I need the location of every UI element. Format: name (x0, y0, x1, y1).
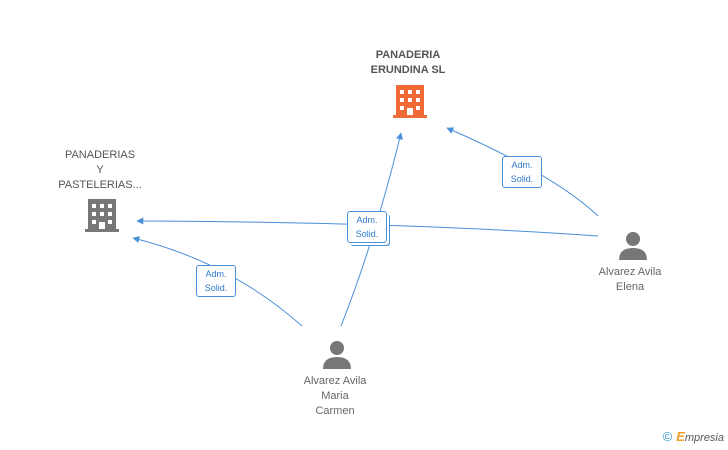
person-icon-elena[interactable] (619, 232, 647, 260)
person-maria-name-line3: Carmen (315, 405, 355, 417)
building-icon-main-company[interactable] (393, 85, 427, 118)
person-elena-name-line1: Alvarez Avila (598, 266, 662, 278)
role-label-elena-main[interactable]: Adm. Solid. (502, 156, 542, 188)
other-company-name-line1: PANADERIAS (64, 149, 136, 161)
copyright-icon: © (662, 429, 673, 444)
role-label-line1: Adm. (356, 215, 378, 225)
person-maria-name-line2: Maria (321, 390, 349, 402)
other-company-label[interactable]: PANADERIAS Y PASTELERIAS... (48, 148, 152, 193)
role-label-line2: Solid. (204, 283, 228, 293)
person-icon-maria[interactable] (323, 341, 351, 369)
other-company-name-line2: Y (96, 164, 104, 176)
role-label-maria-other[interactable]: Adm. Solid. (196, 265, 236, 297)
other-company-name-line3: PASTELERIAS... (58, 179, 142, 191)
role-label-line2: Solid. (510, 174, 534, 184)
person-elena-name-line2: Elena (615, 281, 645, 293)
person-elena-label[interactable]: Alvarez Avila Elena (580, 265, 680, 295)
role-label-line2: Solid. (355, 229, 379, 239)
building-icon-other-company[interactable] (85, 199, 119, 232)
role-label-line1: Adm. (205, 269, 227, 279)
role-label-maria-main[interactable]: Adm. Solid. (347, 211, 387, 243)
brand-name: mpresia (684, 432, 724, 444)
empresia-brand[interactable]: ©Empresia (663, 429, 724, 444)
main-company-name-line2: ERUNDINA SL (370, 64, 446, 76)
role-label-line1: Adm. (511, 160, 533, 170)
main-company-label[interactable]: PANADERIA ERUNDINA SL (350, 48, 466, 78)
person-maria-name-line1: Alvarez Avila (303, 375, 367, 387)
main-company-name-line1: PANADERIA (375, 49, 441, 61)
person-maria-label[interactable]: Alvarez Avila Maria Carmen (285, 374, 385, 419)
brand-initial: E (676, 429, 685, 444)
